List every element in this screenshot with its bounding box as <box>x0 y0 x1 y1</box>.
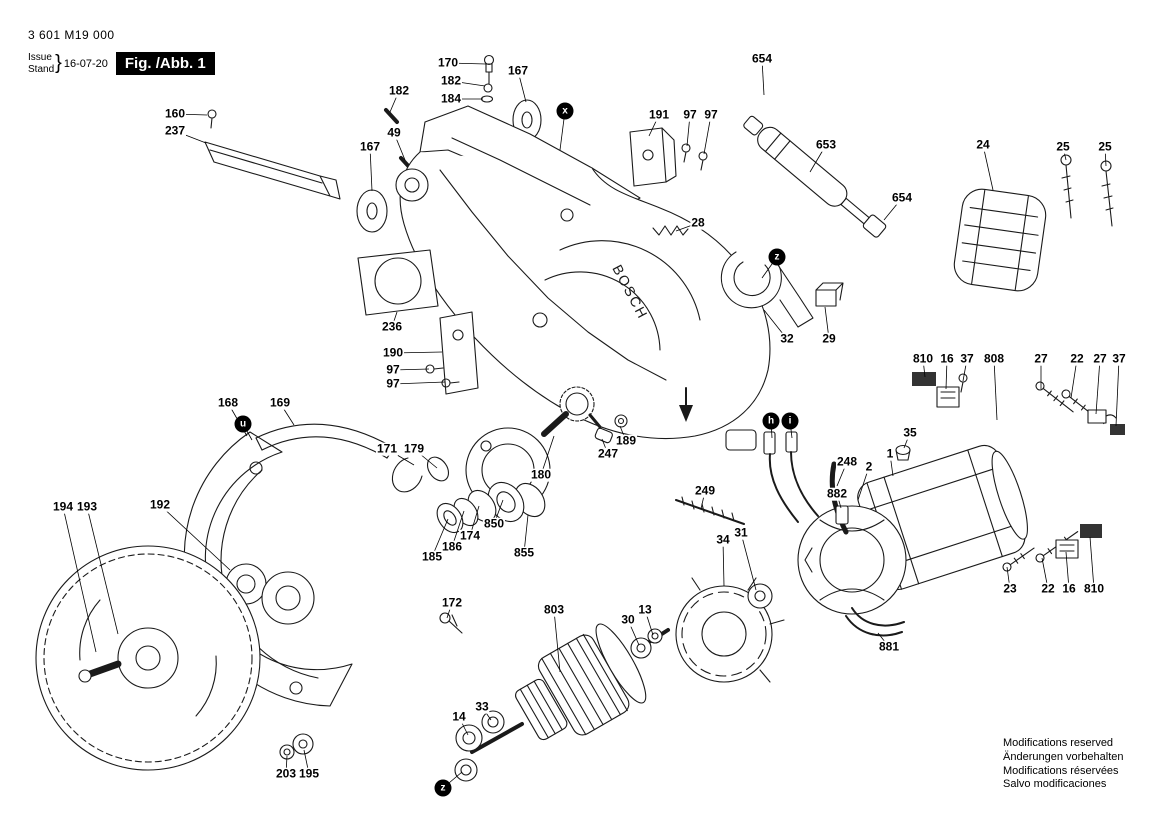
pinion-shaft <box>541 386 628 444</box>
note-line: Modifications reserved <box>1003 737 1114 749</box>
rings-171-179 <box>391 456 450 493</box>
brush-assembly-top <box>912 372 1125 435</box>
clamp-32 <box>720 251 814 328</box>
saw-arm-housing <box>395 105 771 451</box>
modification-notes: Modifications reserved Änderungen vorbeh… <box>1003 737 1123 792</box>
cover-plate-236 <box>357 249 439 316</box>
connector-882 <box>835 505 849 525</box>
washers-203-195 <box>279 733 314 760</box>
spring-28 <box>652 225 689 236</box>
gas-spring <box>743 115 887 238</box>
fan-cover <box>675 577 785 683</box>
note-line: Änderungen vorbehalten <box>1003 750 1124 763</box>
issue-label: Issue <box>28 52 52 63</box>
motor-wires <box>763 431 819 523</box>
stator <box>797 505 907 615</box>
saw-blade <box>35 545 261 771</box>
figure-label: Fig. /Abb. 1 <box>115 52 215 75</box>
slide-rail <box>204 109 341 200</box>
armature <box>454 623 670 782</box>
title-block: 3 601 M19 000 Issue Stand } 16-07-20 Fig… <box>28 28 215 75</box>
motor-end-cap <box>953 188 1047 292</box>
bearing-31 <box>747 583 773 609</box>
top-fasteners <box>384 54 495 124</box>
bracket-191 <box>629 127 708 187</box>
model-number: 3 601 M19 000 <box>28 28 115 42</box>
note-line: Salvo modificaciones <box>1003 778 1107 791</box>
brace-glyph: } <box>55 52 62 74</box>
bolt-172 <box>439 612 463 634</box>
block-29 <box>815 282 844 307</box>
bracket-190 <box>425 311 479 395</box>
note-line: Modifications réservées <box>1003 764 1119 777</box>
stand-label: Stand <box>28 63 55 75</box>
bearing-flange-cluster <box>436 427 551 534</box>
wires-881 <box>845 607 905 637</box>
cap-35 <box>895 444 911 461</box>
cable-tie-249 <box>675 496 745 525</box>
brush-assembly-bottom <box>1002 524 1102 572</box>
issue-date: 16-07-20 <box>63 57 108 70</box>
